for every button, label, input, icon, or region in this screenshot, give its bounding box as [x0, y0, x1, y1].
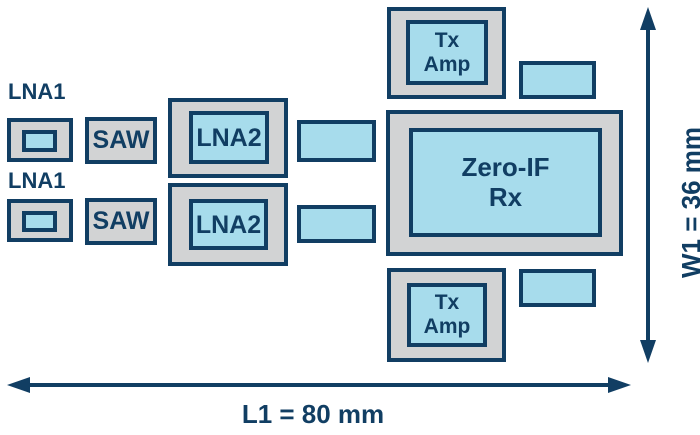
lna1-die-bottom: [22, 211, 57, 232]
arrowhead-down-icon: [640, 340, 656, 363]
width-dimension-label: W1 = 36 mm: [676, 127, 700, 279]
lna1-label-bottom: LNA1: [8, 168, 66, 193]
lna1-label-top: LNA1: [8, 79, 66, 104]
zero-if-rx-die: Zero-IF Rx: [409, 128, 602, 237]
tx-amp-module-bottom: Tx Amp: [387, 268, 506, 362]
arrowhead-right-icon: [608, 377, 631, 393]
lna2-module-bottom: LNA2: [168, 183, 288, 266]
tx-output-rect-bottom: [519, 269, 596, 307]
rx-interstage-rect-bottom: [297, 205, 376, 243]
tx-amp-die-top: Tx Amp: [406, 20, 488, 85]
tx-amp-module-top: Tx Amp: [387, 7, 506, 99]
lna1-module-bottom: [7, 199, 73, 242]
tx-amp-die-bottom: Tx Amp: [407, 283, 487, 347]
lna1-die-top: [22, 130, 57, 152]
rx-interstage-rect-top: [297, 120, 376, 162]
lna1-module-top: [7, 118, 73, 162]
lna2-die-bottom: LNA2: [189, 199, 268, 250]
lna2-module-top: LNA2: [168, 98, 288, 178]
tx-output-rect-top: [519, 61, 596, 99]
arrowhead-up-icon: [640, 7, 656, 30]
arrowhead-left-icon: [7, 377, 30, 393]
saw-filter-bottom: SAW: [85, 198, 157, 245]
saw-filter-top: SAW: [85, 117, 157, 164]
zero-if-rx-module: Zero-IF Rx: [386, 110, 623, 256]
width-dimension-arrow: [640, 7, 656, 363]
lna2-die-top: LNA2: [189, 111, 269, 164]
length-dimension-label: L1 = 80 mm: [241, 399, 385, 429]
length-dimension-arrow: [7, 377, 631, 393]
